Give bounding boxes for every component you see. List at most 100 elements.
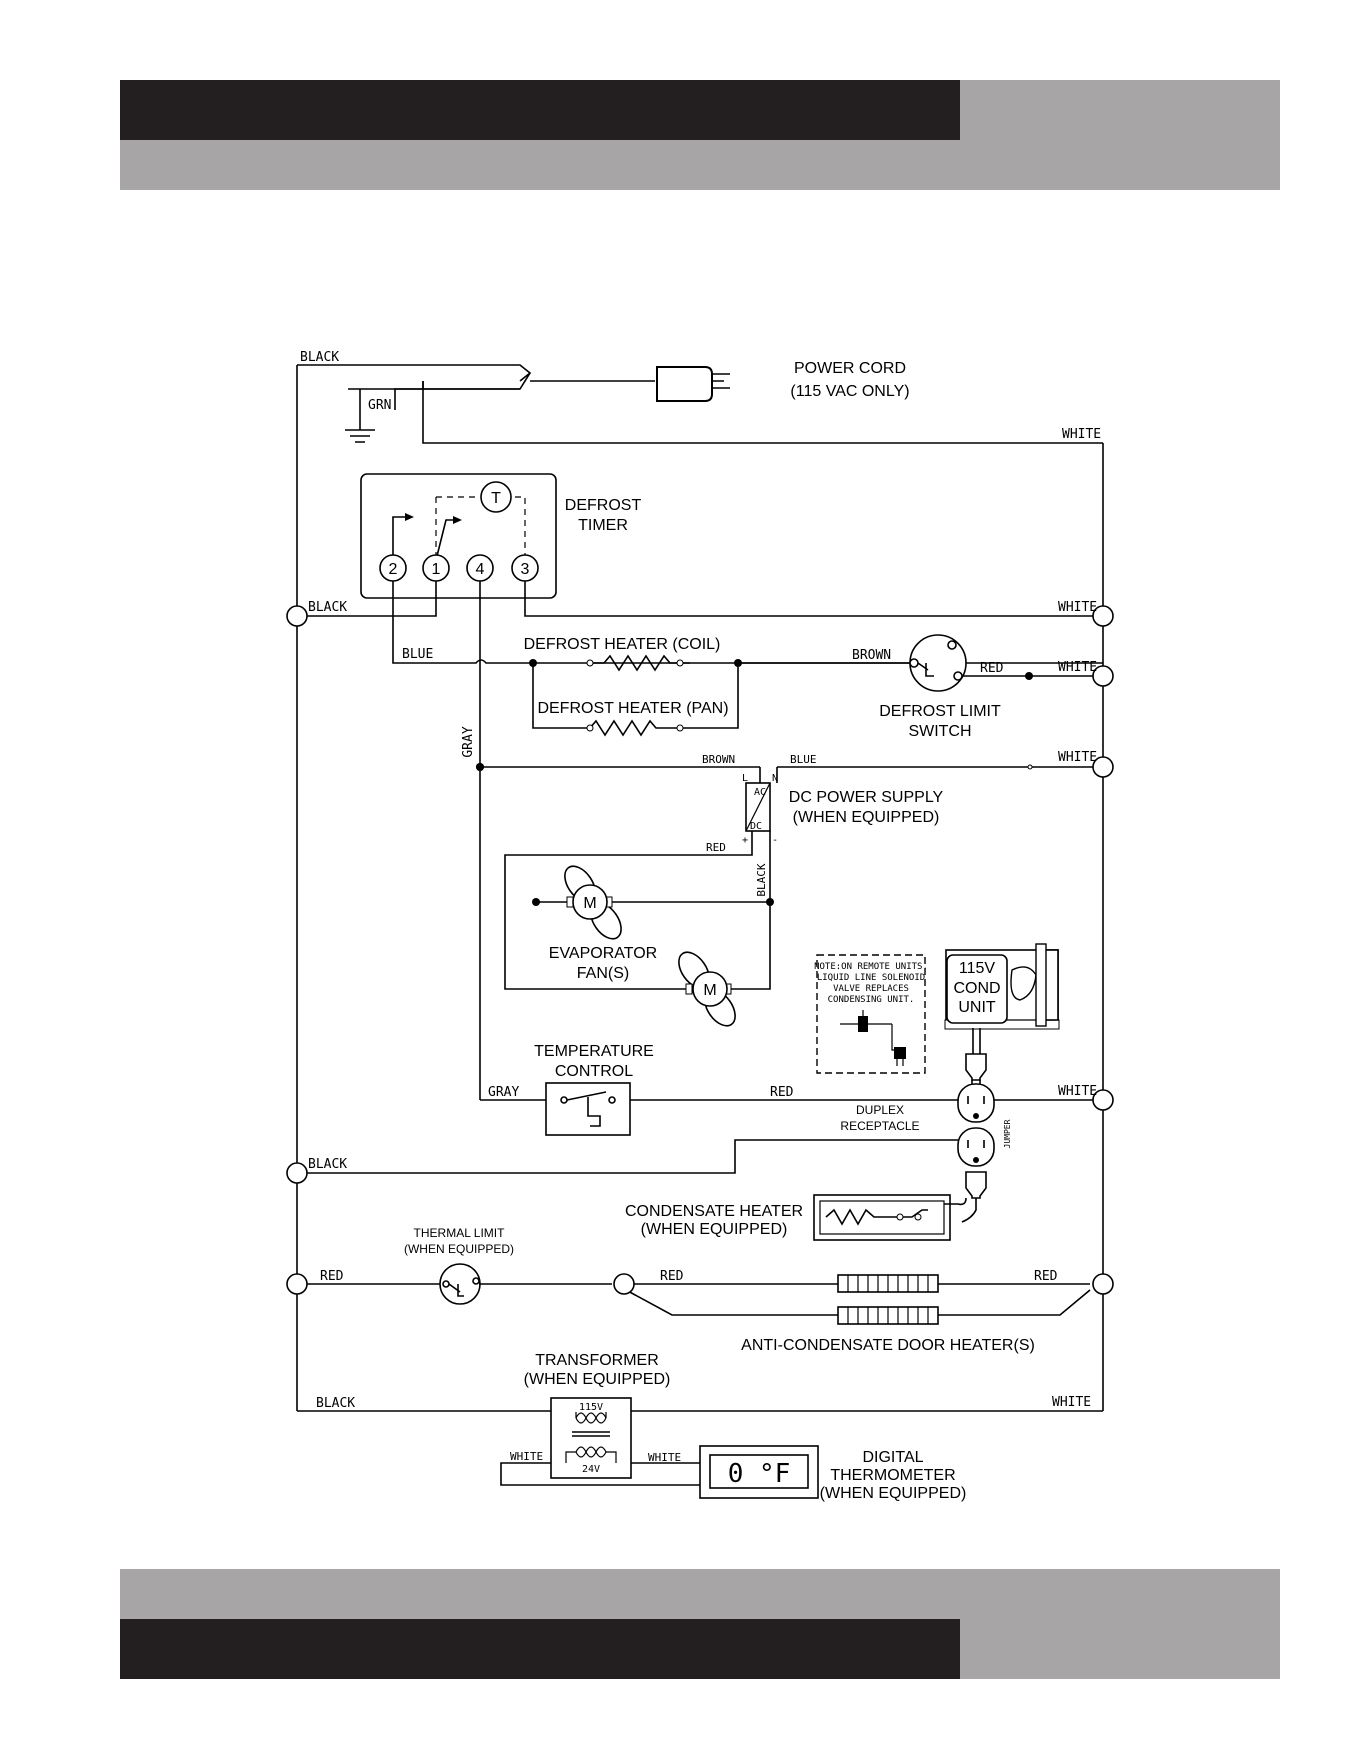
timer-terminal-1: 1 <box>432 561 441 578</box>
defrost-limit-switch-label-1: DEFROST LIMIT <box>879 703 1001 720</box>
timer-terminal-4: 4 <box>476 561 485 578</box>
psu-minus-label: - <box>772 835 778 846</box>
psu-ac-label: AC <box>754 787 766 798</box>
wire-label: GRAY <box>488 1085 519 1100</box>
duplex-receptacle: JUMPER DUPLEX RECEPTACLE <box>840 1053 1012 1223</box>
timer-motor-label: T <box>491 490 501 507</box>
evaporator-fan-1: M <box>564 865 622 940</box>
wire-label: RED <box>660 1269 684 1284</box>
transformer-primary-label: 115V <box>579 1402 603 1413</box>
wire-label: GRN <box>368 398 391 413</box>
digital-thermometer-label-2: THERMOMETER <box>830 1467 955 1484</box>
note-line-3: VALVE REPLACES <box>833 984 909 994</box>
transformer-secondary-label: 24V <box>582 1464 600 1475</box>
thermometer-display: 0 °F <box>728 1459 791 1489</box>
fan-2-motor-label: M <box>703 982 716 999</box>
cond-unit-label-2: COND <box>953 980 1000 997</box>
psu-n-label: N <box>772 773 778 784</box>
wire-label: BLACK <box>755 863 768 896</box>
cond-unit-label-3: UNIT <box>958 999 996 1016</box>
footer-dark-band <box>120 1619 960 1679</box>
wire-label: RED <box>980 661 1004 676</box>
wire-label: WHITE <box>1062 427 1101 442</box>
wire-label: WHITE <box>1058 750 1097 765</box>
wire-label: WHITE <box>648 1451 681 1464</box>
dc-power-supply-label-1: DC POWER SUPPLY <box>789 789 944 806</box>
wire-label: RED <box>706 841 726 854</box>
transformer: 115V 24V TRANSFORMER (WHEN EQUIPPED) <box>524 1352 670 1479</box>
note-line-2: LIQUID LINE SOLENOID <box>817 973 925 983</box>
defrost-timer-label-1: DEFROST <box>565 497 642 514</box>
condensate-heater-label-1: CONDENSATE HEATER <box>625 1203 803 1220</box>
wire-label: RED <box>1034 1269 1058 1284</box>
defrost-heater-pan-label: DEFROST HEATER (PAN) <box>537 700 728 717</box>
dc-power-supply-label-2: (WHEN EQUIPPED) <box>793 809 940 826</box>
wire-label: BROWN <box>852 648 891 663</box>
solenoid-valve-icon <box>840 1010 906 1066</box>
wire-label: WHITE <box>510 1450 543 1463</box>
timer-motor-icon <box>480 481 512 513</box>
wire-label: WHITE <box>1052 1395 1091 1410</box>
digital-thermometer: 0 °F DIGITAL THERMOMETER (WHEN EQUIPPED) <box>699 1445 967 1502</box>
wire-label: WHITE <box>1058 660 1097 675</box>
psu-l-label: L <box>742 773 748 784</box>
temperature-control: TEMPERATURE CONTROL <box>534 1043 654 1136</box>
wire-label: BROWN <box>702 753 735 766</box>
power-cord-label-2: (115 VAC ONLY) <box>790 383 909 400</box>
note-line-4: CONDENSING UNIT. <box>828 995 915 1005</box>
evaporator-fans-label-2: FAN(S) <box>577 965 629 982</box>
temperature-control-label-1: TEMPERATURE <box>534 1043 654 1060</box>
wire-label: BLACK <box>308 1157 347 1172</box>
defrost-timer: T 2 1 4 3 DEFROST TIMER <box>360 473 642 599</box>
transformer-label-1: TRANSFORMER <box>535 1352 659 1369</box>
thermal-limit-label-1: THERMAL LIMIT <box>414 1226 506 1240</box>
defrost-limit-switch: DEFROST LIMIT SWITCH <box>879 634 1033 740</box>
evaporator-fans-label-1: EVAPORATOR <box>549 945 657 962</box>
timer-terminal-3: 3 <box>521 561 530 578</box>
cond-unit-label-1: 115V <box>959 960 996 977</box>
defrost-limit-switch-label-2: SWITCH <box>908 723 971 740</box>
defrost-timer-label-2: TIMER <box>578 517 628 534</box>
motor-icon <box>572 884 608 920</box>
cond-unit: 115V COND UNIT <box>944 943 1060 1030</box>
wire-label: BLUE <box>790 753 817 766</box>
wire-label: WHITE <box>1058 600 1097 615</box>
thermal-limit: THERMAL LIMIT (WHEN EQUIPPED) <box>297 1226 612 1305</box>
anti-condensate-label: ANTI-CONDENSATE DOOR HEATER(S) <box>741 1337 1035 1354</box>
motor-icon <box>692 971 728 1007</box>
note-line-1: NOTE:ON REMOTE UNITS. <box>814 962 928 972</box>
condensate-heater-label-2: (WHEN EQUIPPED) <box>641 1221 788 1238</box>
anti-condensate-door-heaters: ANTI-CONDENSATE DOOR HEATER(S) <box>625 1274 1091 1354</box>
duplex-receptacle-label-2: RECEPTACLE <box>840 1119 919 1133</box>
right-bus-rail <box>297 381 1104 1412</box>
left-bus-rail <box>296 364 532 1411</box>
bus-terminals <box>286 605 1114 1295</box>
wire-label: RED <box>320 1269 344 1284</box>
duplex-receptacle-label-1: DUPLEX <box>856 1103 904 1117</box>
power-cord: POWER CORD (115 VAC ONLY) <box>345 360 910 443</box>
wire-label: BLUE <box>402 647 433 662</box>
wire-labels: BLACK GRN WHITE BLACK WHITE BLUE BROWN R… <box>300 350 1101 1464</box>
dc-power-supply: AC DC L N + - DC POWER SUPPLY (WHEN EQUI… <box>476 763 1103 846</box>
psu-plus-label: + <box>742 835 748 846</box>
wire-label: GRAY <box>461 726 476 757</box>
temperature-control-label-2: CONTROL <box>555 1063 633 1080</box>
jumper-label: JUMPER <box>1003 1119 1012 1148</box>
defrost-heater-coil: DEFROST HEATER (COIL) <box>524 636 721 672</box>
wire-label: RED <box>770 1085 794 1100</box>
wire-label: WHITE <box>1058 1084 1097 1099</box>
wire-label: BLACK <box>308 600 347 615</box>
wire-label: BLACK <box>300 350 339 365</box>
remote-units-note: NOTE:ON REMOTE UNITS. LIQUID LINE SOLENO… <box>814 954 928 1074</box>
defrost-heater-coil-label: DEFROST HEATER (COIL) <box>524 636 721 653</box>
power-cord-label-1: POWER CORD <box>794 360 906 377</box>
defrost-heater-pan: DEFROST HEATER (PAN) <box>529 659 742 737</box>
digital-thermometer-label-3: (WHEN EQUIPPED) <box>820 1485 967 1502</box>
header-dark-band <box>120 80 960 140</box>
fan-1-motor-label: M <box>583 895 596 912</box>
evaporator-fan-2: M <box>678 951 736 1027</box>
wire-label: BLACK <box>316 1396 355 1411</box>
thermal-limit-label-2: (WHEN EQUIPPED) <box>404 1242 514 1256</box>
psu-dc-label: DC <box>750 821 762 832</box>
